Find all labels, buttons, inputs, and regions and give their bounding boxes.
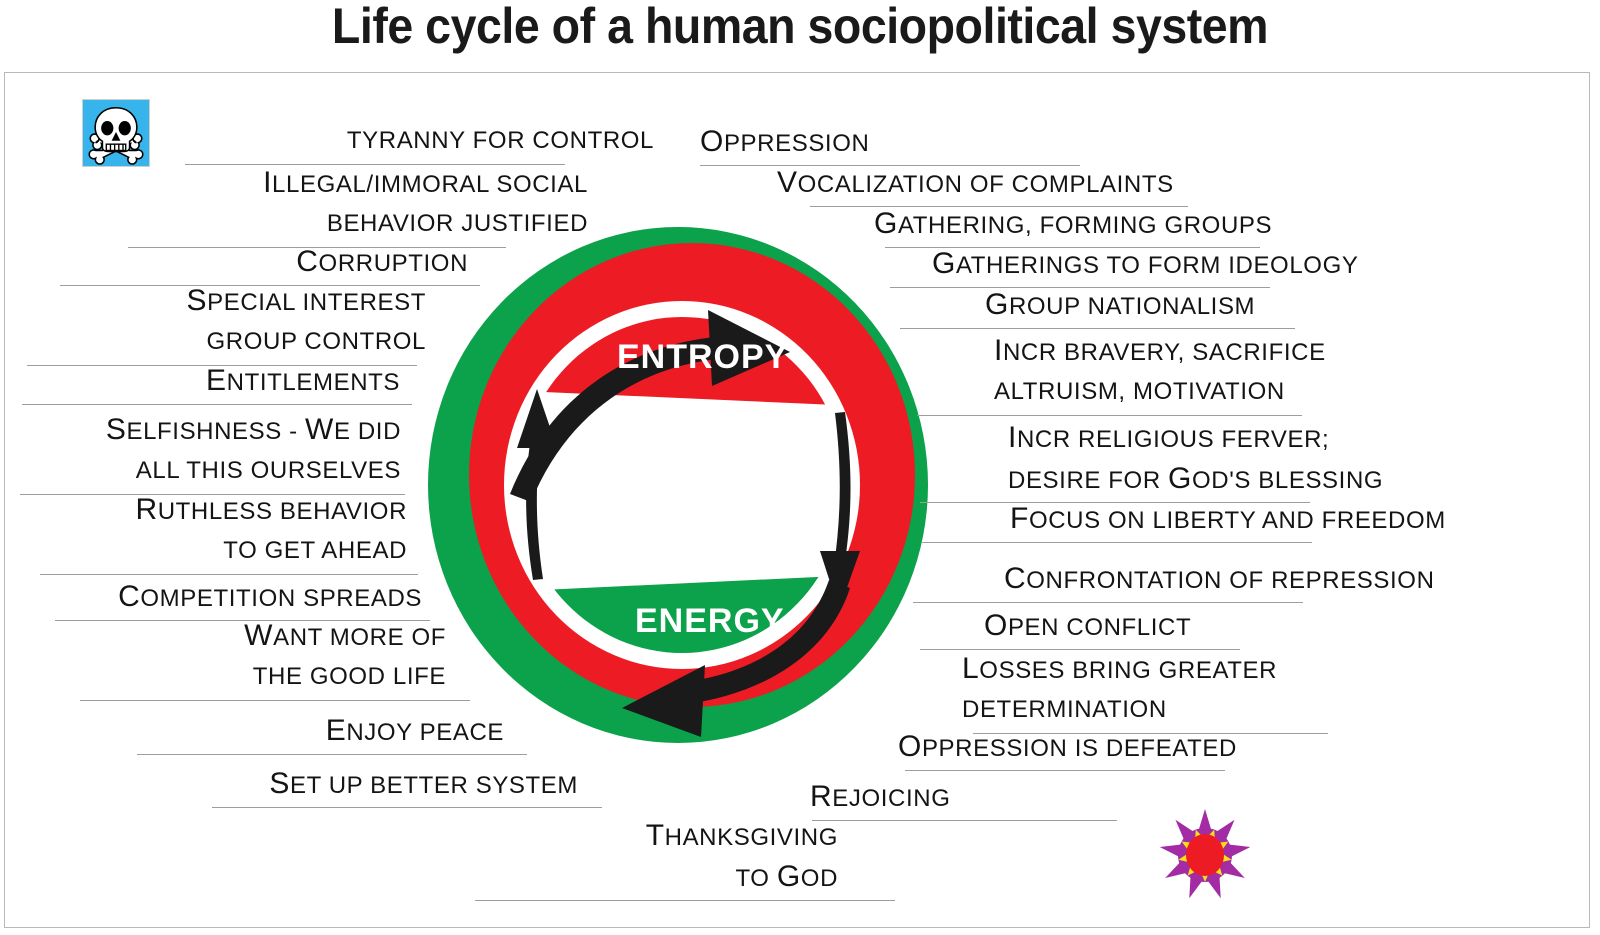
phase-item-line: GROUP CONTROL [206, 328, 426, 355]
phase-item-line: DESIRE FOR GOD'S BLESSING [1008, 462, 1384, 495]
phase-item: VOCALIZATION OF COMPLAINTS [777, 162, 1174, 203]
phase-item: OPEN CONFLICT [984, 605, 1191, 646]
phase-divider [475, 900, 895, 901]
phase-item-line: TYRANNY FOR CONTROL [346, 127, 654, 154]
phase-item: TYRANNY FOR CONTROL [347, 120, 654, 161]
phase-item-line: TO GOD [735, 860, 838, 893]
phase-item: ENJOY PEACE [326, 710, 504, 751]
phase-divider [55, 620, 430, 621]
phase-item: SELFISHNESS - WE DID ALL THIS OURSELVES [106, 409, 401, 491]
phase-divider [80, 700, 470, 701]
phase-item-line: TO GET AHEAD [223, 537, 407, 564]
phase-item: COMPETITION SPREADS [118, 576, 422, 617]
phase-divider [913, 602, 1303, 603]
page-title: Life cycle of a human sociopolitical sys… [331, 0, 1269, 54]
phase-divider [128, 247, 506, 248]
phase-item: FOCUS ON LIBERTY AND FREEDOM [1010, 498, 1446, 539]
phase-item-line: REJOICING [810, 780, 951, 813]
phase-item-line: ALL THIS OURSELVES [135, 457, 401, 484]
phase-divider [890, 287, 1270, 288]
skull-and-crossbones-icon [82, 99, 150, 167]
phase-item: INCR RELIGIOUS FERVER; DESIRE FOR GOD'S B… [1008, 417, 1383, 499]
energy-segment [519, 574, 845, 653]
phase-divider [905, 770, 1225, 771]
phase-item-line: INCR BRAVERY, SACRIFICE [994, 334, 1326, 367]
phase-item-line: ILLEGAL/IMMORAL SOCIAL [263, 166, 588, 199]
phase-divider [40, 574, 418, 575]
phase-item: LOSSES BRING GREATER DETERMINATION [962, 648, 1277, 730]
up-arrow-left [517, 389, 557, 580]
down-arrow-right [820, 412, 860, 610]
phase-item-line: WANT MORE OF [244, 619, 446, 652]
phase-divider [810, 206, 1188, 207]
phase-item: GROUP NATIONALISM [985, 284, 1255, 325]
phase-item: CORRUPTION [296, 241, 468, 282]
phase-divider [20, 494, 405, 495]
phase-item-line: SET UP BETTER SYSTEM [269, 767, 578, 800]
phase-item-line: DETERMINATION [962, 696, 1167, 723]
phase-item-line: SPECIAL INTEREST [186, 284, 426, 317]
phase-item-line: ENTITLEMENTS [206, 364, 400, 397]
phase-item-line: OPEN CONFLICT [984, 609, 1192, 642]
phase-item: CONFRONTATION OF REPRESSION [1004, 558, 1435, 599]
phase-item: GATHERINGS TO FORM IDEOLOGY [932, 243, 1358, 284]
phase-item: REJOICING [810, 776, 950, 817]
entropy-label: ENTROPY [617, 338, 789, 376]
phase-item-line: ALTRUISM, MOTIVATION [994, 378, 1285, 405]
phase-divider [137, 754, 527, 755]
phase-item: INCR BRAVERY, SACRIFICE ALTRUISM, MOTIVAT… [994, 330, 1326, 412]
phase-divider [812, 820, 1117, 821]
phase-item-line: CONFRONTATION OF REPRESSION [1004, 562, 1435, 595]
phase-item: THANKSGIVING TO GOD [646, 815, 838, 897]
phase-item-line: INCR RELIGIOUS FERVER; [1008, 421, 1330, 454]
phase-divider [22, 404, 412, 405]
phase-item-line: GATHERING, FORMING GROUPS [874, 207, 1273, 240]
phase-item-line: THE GOOD LIFE [252, 663, 446, 690]
phase-item-line: RUTHLESS BEHAVIOR [135, 493, 407, 526]
phase-item-line: BEHAVIOR JUSTIFIED [326, 210, 588, 237]
phase-divider [700, 165, 1080, 166]
cycle-wheel: ENTROPY ENERGY [420, 180, 940, 800]
phase-item: ENTITLEMENTS [206, 360, 400, 401]
phase-item-line: GATHERINGS TO FORM IDEOLOGY [932, 247, 1359, 280]
phase-divider [885, 247, 1260, 248]
phase-item-line: FOCUS ON LIBERTY AND FREEDOM [1010, 502, 1446, 535]
phase-item-line: GROUP NATIONALISM [985, 288, 1256, 321]
phase-item: WANT MORE OF THE GOOD LIFE [244, 615, 446, 697]
phase-divider [60, 285, 480, 286]
energy-label: ENERGY [635, 602, 785, 640]
phase-item: OPPRESSION IS DEFEATED [898, 726, 1237, 767]
phase-item-line: OPPRESSION [700, 125, 870, 158]
phase-item: RUTHLESS BEHAVIOR TO GET AHEAD [135, 489, 407, 571]
phase-item-line: ENJOY PEACE [325, 714, 504, 747]
phase-item: ILLEGAL/IMMORAL SOCIAL BEHAVIOR JUSTIFIED [263, 162, 588, 244]
phase-divider [917, 415, 1302, 416]
star-burst-icon [1158, 808, 1252, 902]
phase-item-line: LOSSES BRING GREATER [962, 652, 1278, 685]
phase-divider [973, 733, 1328, 734]
phase-divider [920, 649, 1240, 650]
phase-item-line: OPPRESSION IS DEFEATED [898, 730, 1237, 763]
phase-divider [185, 164, 565, 165]
phase-item-line: COMPETITION SPREADS [118, 580, 422, 613]
phase-item: SET UP BETTER SYSTEM [269, 763, 578, 804]
phase-divider [900, 328, 1295, 329]
phase-divider [27, 365, 417, 366]
phase-divider [922, 542, 1312, 543]
phase-divider [920, 502, 1310, 503]
phase-divider [212, 807, 602, 808]
energy-arrow [622, 580, 850, 737]
phase-item-line: CORRUPTION [296, 245, 468, 278]
phase-item: GATHERING, FORMING GROUPS [874, 203, 1272, 244]
phase-item: OPPRESSION [700, 121, 869, 162]
phase-item-line: THANKSGIVING [645, 819, 838, 852]
phase-item-line: VOCALIZATION OF COMPLAINTS [777, 166, 1174, 199]
phase-item: SPECIAL INTEREST GROUP CONTROL [186, 280, 426, 362]
phase-item-line: SELFISHNESS - WE DID [105, 413, 401, 446]
